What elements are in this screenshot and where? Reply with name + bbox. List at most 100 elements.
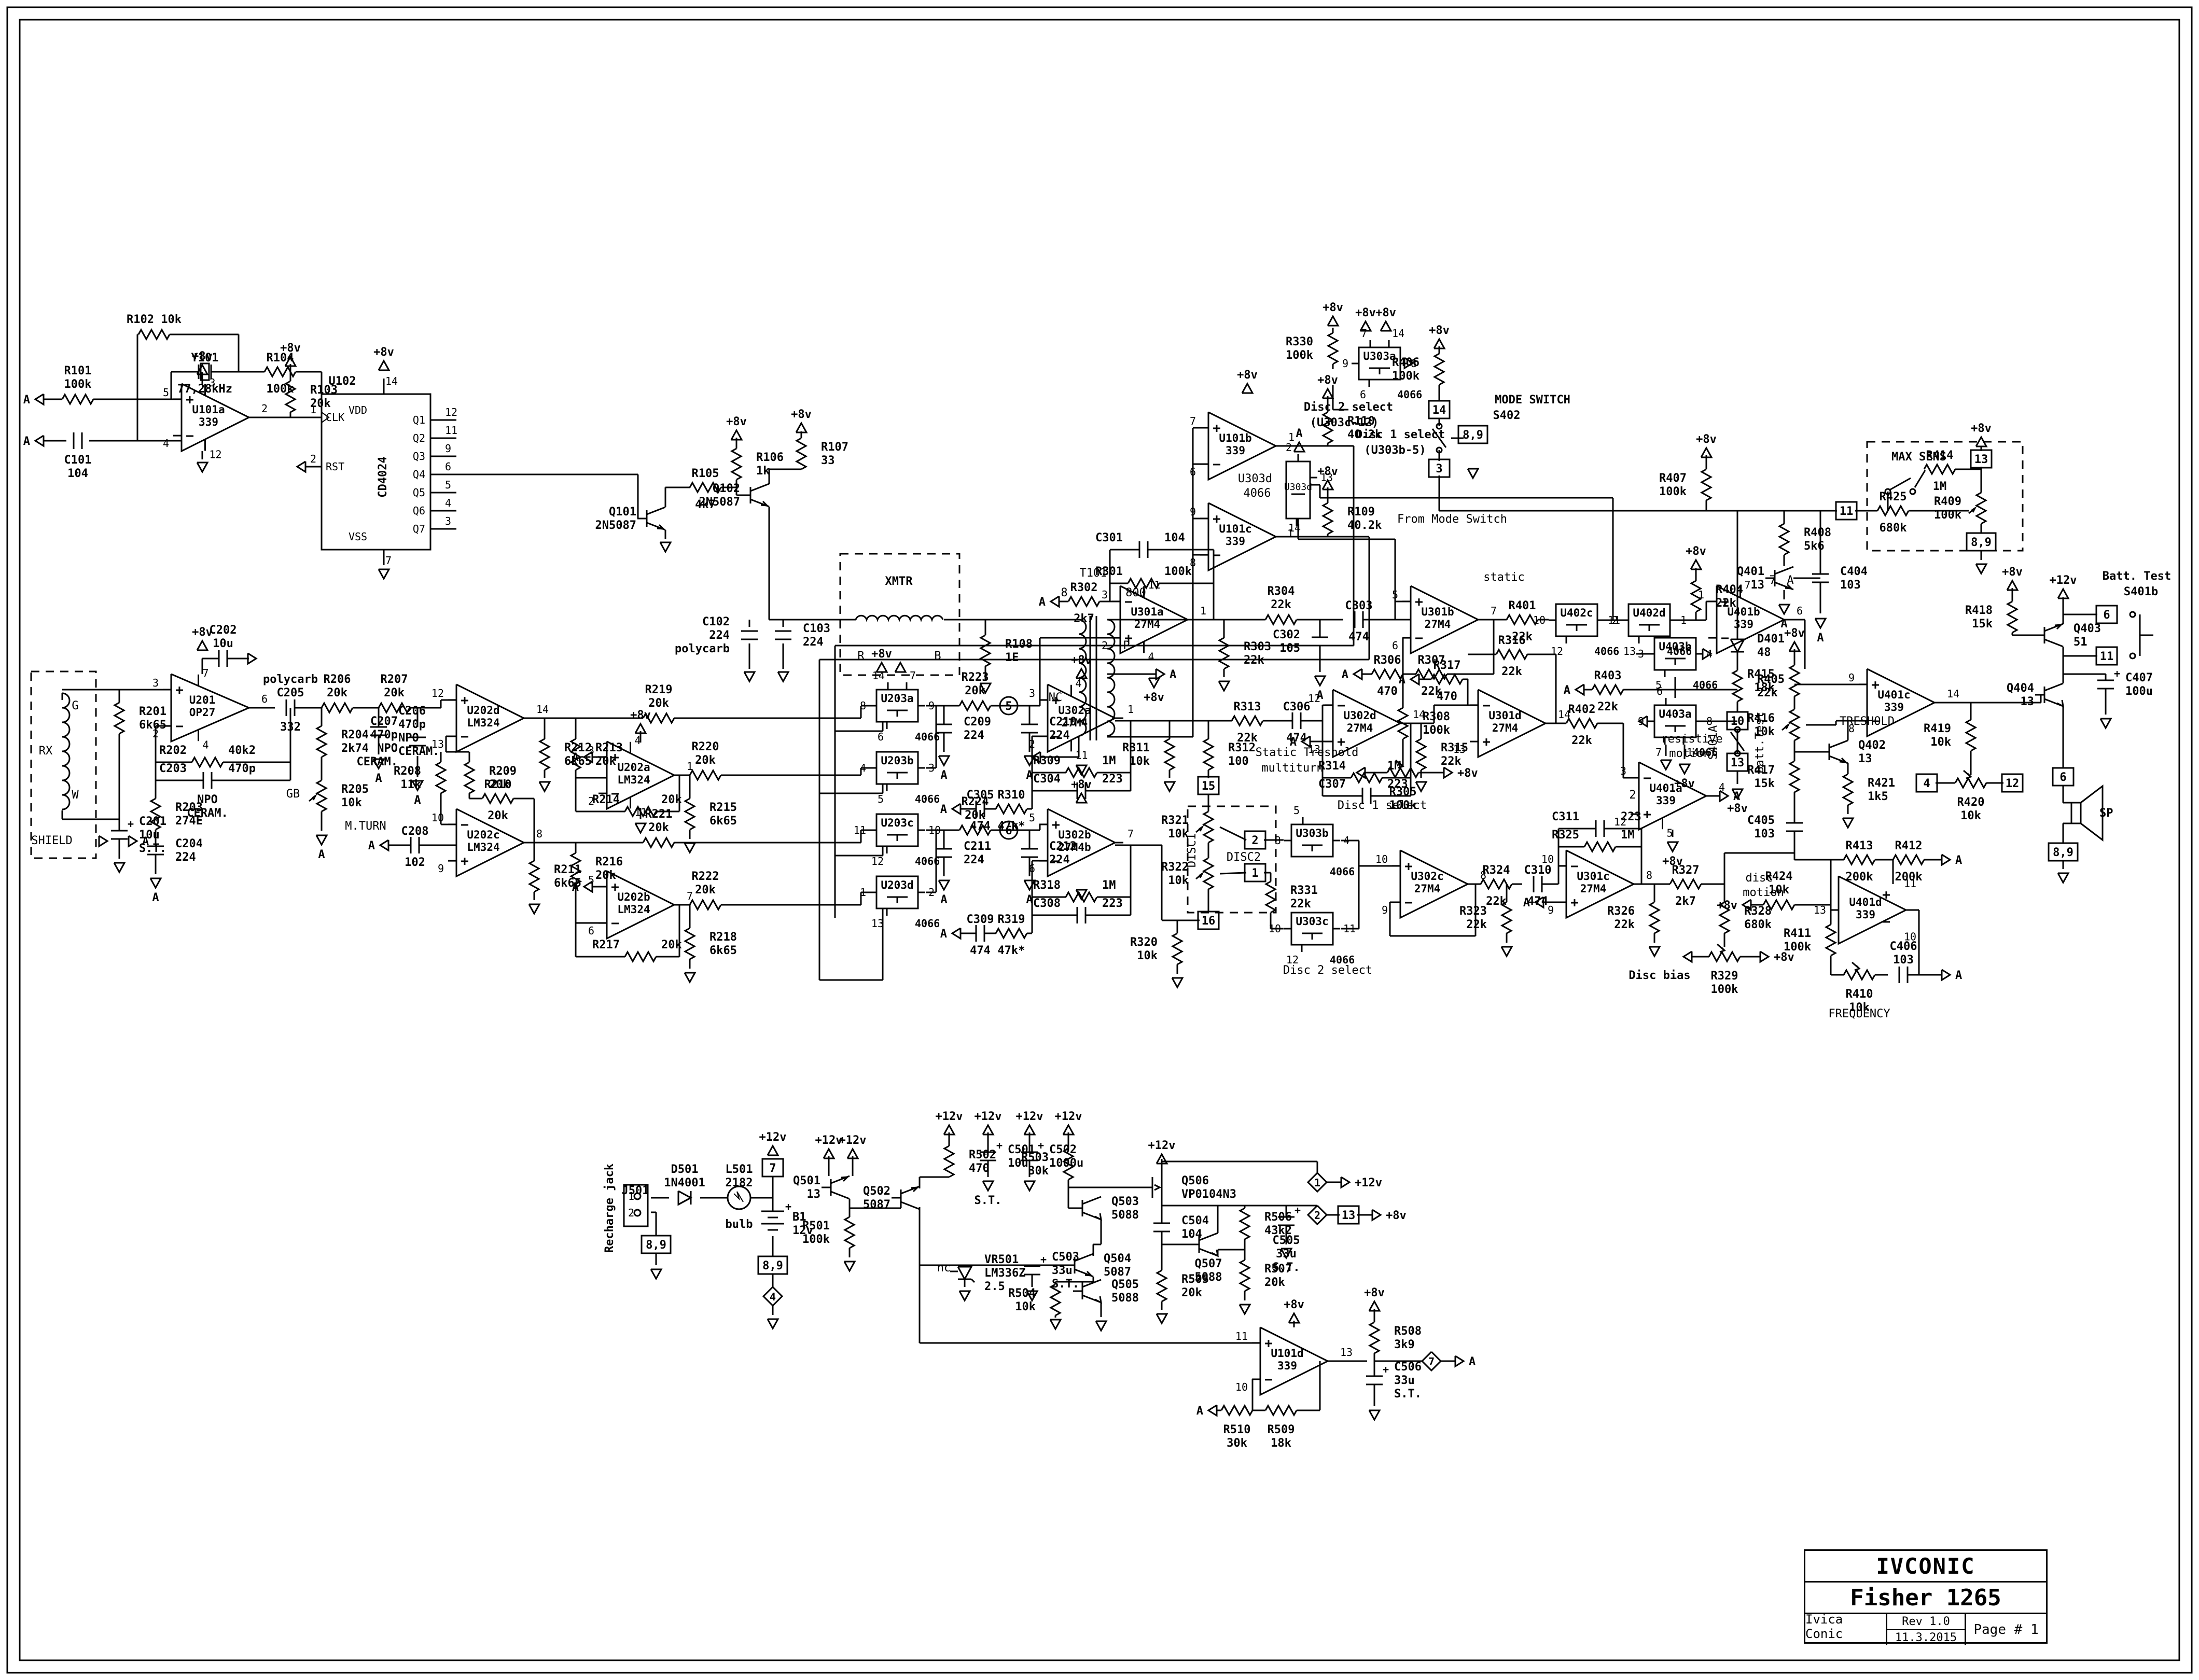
wire [1890, 477, 1911, 491]
label: 224 [1049, 853, 1070, 866]
label: U203c [881, 817, 913, 829]
label: R319 [998, 913, 1025, 926]
annotation: Batt. Test [2103, 570, 2171, 583]
ground-symbol [743, 671, 756, 683]
label: Q3 [413, 450, 425, 463]
ground-symbol [538, 781, 551, 793]
shape [378, 701, 411, 715]
label: U302d [1343, 709, 1376, 722]
label: C210 [1049, 716, 1077, 729]
label: 30k [1227, 1437, 1247, 1450]
inner-border [19, 19, 2180, 1661]
label: − [1337, 698, 1345, 713]
shape [1415, 781, 1428, 793]
shape [1415, 667, 1448, 681]
shape [1293, 440, 1306, 453]
label: 8 [1411, 357, 1417, 370]
label: 6 [1392, 639, 1398, 652]
label: C305 [967, 789, 994, 802]
shape [1843, 853, 1876, 866]
label: + [996, 1139, 1003, 1152]
label: 4066 [1594, 645, 1619, 657]
label: 9 [928, 699, 935, 712]
connector-13: 13 [1970, 449, 1993, 469]
shape [2057, 587, 2070, 599]
label: +8v [1674, 777, 1695, 790]
shape [1398, 762, 1404, 769]
label: − [1570, 859, 1579, 874]
label: +8v [192, 350, 213, 363]
label: +8v [1971, 422, 1992, 435]
label: 2 [152, 727, 159, 740]
box [200, 362, 210, 381]
coil [855, 614, 944, 623]
shape [634, 822, 647, 835]
label: 20k [1264, 1276, 1285, 1289]
ground-symbol [196, 461, 209, 474]
label: Q1 [413, 414, 425, 426]
label: R420 [1957, 796, 1985, 809]
shape [1306, 1205, 1328, 1226]
power-p8v: +8v [726, 415, 747, 441]
circle [2129, 652, 2136, 660]
label: 104 [67, 467, 88, 480]
shape [196, 461, 209, 474]
switch-contacts [1730, 726, 1745, 757]
shape [846, 1147, 859, 1159]
label: − [1415, 631, 1423, 646]
label: U101d [1271, 1347, 1303, 1360]
label: A [1469, 1355, 1476, 1368]
label: 100k [1784, 941, 1811, 954]
label: 339 [1277, 1360, 1297, 1372]
shape [1954, 776, 1987, 790]
shape [263, 365, 297, 379]
shape [1326, 332, 1340, 365]
label: 3 [1638, 648, 1644, 660]
label: LM324 [467, 841, 499, 853]
net-a-arrow: A [1564, 683, 1585, 697]
conn-box [1428, 458, 1451, 478]
net-a-arrow: A [1941, 853, 1962, 867]
net-a-arrow: A [1719, 790, 1740, 803]
shape [2099, 718, 2112, 730]
wire [1914, 470, 1926, 488]
label: 10 [1904, 931, 1916, 943]
shape [843, 1261, 856, 1273]
power-p8v: +8v [1317, 374, 1338, 399]
label: 4066 [1667, 645, 1692, 657]
label: R315 [1441, 741, 1468, 754]
shape [1359, 319, 1372, 332]
ground-symbol [1975, 563, 1988, 576]
annotation: TRESHOLD [1840, 715, 1895, 728]
power-p8v: +8v [1071, 778, 1092, 804]
shape [1660, 759, 1673, 772]
label: 18k [1754, 681, 1775, 694]
annotation: nc [937, 1262, 951, 1275]
label: C304 [1033, 773, 1061, 786]
ground-symbol [1075, 764, 1088, 777]
conn-box [1428, 400, 1451, 419]
label: 6 [1360, 388, 1366, 401]
label: +8v [1144, 691, 1164, 704]
shape [1719, 790, 1730, 803]
label: 6 [1190, 466, 1196, 478]
shape [538, 781, 551, 793]
power-p8v: +8v [1317, 465, 1338, 491]
shape [1788, 760, 1801, 793]
annotation: FREQUENCY [1828, 1007, 1890, 1020]
shape [1854, 964, 1861, 971]
label: 1k [756, 465, 770, 478]
power-p12v: +12v [2050, 574, 2077, 599]
label: + [1570, 895, 1579, 911]
label: 4066 [1693, 746, 1718, 759]
net-a-arrow: A [1941, 969, 1962, 982]
label: 13 [1751, 579, 1765, 592]
label: 470 [969, 1162, 990, 1175]
label: 680k [1744, 918, 1772, 931]
